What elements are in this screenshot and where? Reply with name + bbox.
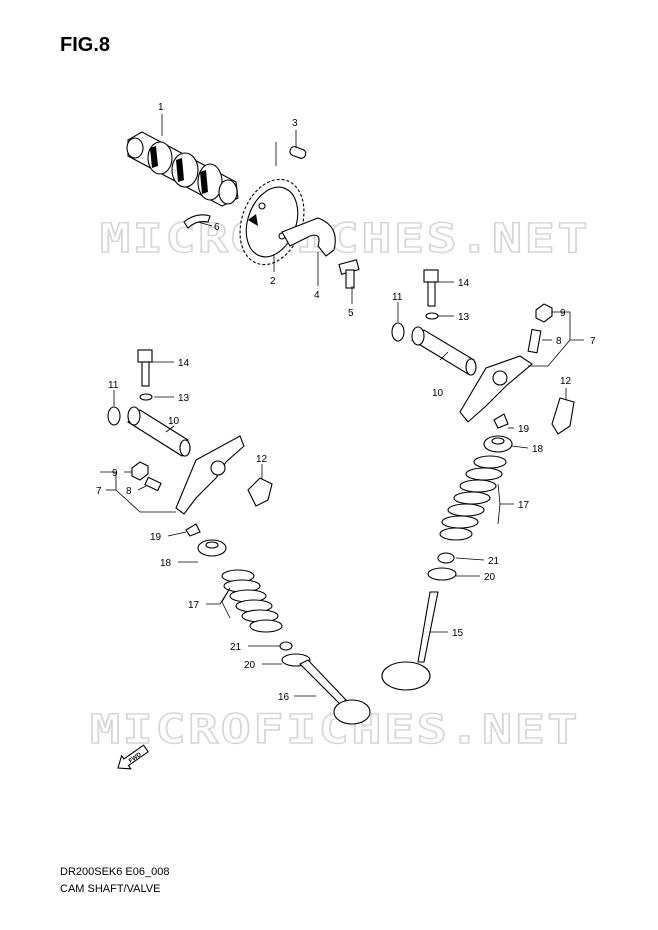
callout-20-right: 20 <box>484 572 496 583</box>
callout-3: 3 <box>292 118 298 129</box>
right-washer <box>425 312 439 320</box>
left-rocker-shaft <box>127 406 191 457</box>
callout-13-left: 13 <box>178 393 190 404</box>
sprocket-plate <box>281 217 336 257</box>
left-cotter <box>185 523 201 537</box>
left-washer <box>139 393 153 401</box>
model-code: DR200SEK6 E06_008 <box>60 866 170 878</box>
left-valve-spring <box>221 569 283 633</box>
callout-19-left: 19 <box>150 532 162 543</box>
callout-17-left: 17 <box>188 600 200 611</box>
callout-1: 1 <box>158 102 164 113</box>
leader-lines <box>100 114 584 697</box>
callout-15: 15 <box>452 628 464 639</box>
callout-12-right: 12 <box>560 376 572 387</box>
figure-caption: CAM SHAFT/VALVE <box>60 883 161 895</box>
callout-7-right: 7 <box>590 336 596 347</box>
callout-8-right: 8 <box>556 336 562 347</box>
exhaust-valve <box>299 659 371 725</box>
callout-14-right: 14 <box>458 278 470 289</box>
left-rocker-arm <box>175 435 245 515</box>
right-rocker-shaft <box>411 326 477 376</box>
callout-5: 5 <box>348 308 354 319</box>
callout-8-left: 8 <box>126 486 132 497</box>
left-adjust-screw <box>144 476 162 492</box>
left-adjust-nut <box>131 461 149 481</box>
callout-7-left: 7 <box>96 486 102 497</box>
callout-labels: 1 2 3 4 5 6 7 7 8 8 9 9 10 10 11 11 12 1… <box>96 102 596 703</box>
dowel-pin <box>289 146 307 159</box>
right-bolt <box>423 269 439 307</box>
camshaft <box>126 131 239 207</box>
callout-13-right: 13 <box>458 312 470 323</box>
right-adjust-nut <box>535 303 553 323</box>
callout-2: 2 <box>270 276 276 287</box>
callout-12-left: 12 <box>256 454 268 465</box>
right-spring-retainer <box>483 435 513 453</box>
right-o-ring <box>391 322 405 342</box>
callout-11-left: 11 <box>108 380 119 391</box>
intake-valve <box>381 591 439 691</box>
callout-19-right: 19 <box>518 424 530 435</box>
callout-18-right: 18 <box>532 444 544 455</box>
callout-14-left: 14 <box>178 358 190 369</box>
callout-6: 6 <box>214 222 220 233</box>
right-cotter <box>493 413 509 429</box>
callout-18-left: 18 <box>160 558 172 569</box>
left-o-ring <box>107 406 121 426</box>
right-valve-spring <box>439 455 507 541</box>
left-bolt <box>137 349 153 387</box>
forward-arrow-icon <box>117 744 149 770</box>
callout-4: 4 <box>314 290 320 301</box>
pin <box>183 214 211 229</box>
bolt <box>338 259 360 289</box>
callout-9-left: 9 <box>112 468 118 479</box>
right-adjust-screw <box>527 328 542 354</box>
callout-21-left: 21 <box>230 642 242 653</box>
callout-20-left: 20 <box>244 660 256 671</box>
right-spring-seat <box>427 567 457 581</box>
right-rocker-arm <box>459 355 533 423</box>
figure-title: FIG.8 <box>60 34 111 56</box>
callout-17-right: 17 <box>518 500 530 511</box>
watermark-top: MICROFICHES.NET <box>100 216 590 262</box>
callout-9-right: 9 <box>560 308 566 319</box>
right-cap <box>551 397 575 435</box>
callout-21-right: 21 <box>488 556 500 567</box>
callout-10-left: 10 <box>168 416 180 427</box>
left-spring-retainer <box>197 539 227 557</box>
left-cap <box>247 477 273 507</box>
right-valve-seal <box>437 552 455 564</box>
left-valve-seal <box>279 641 293 651</box>
callout-11-right: 11 <box>392 292 403 303</box>
callout-10-right: 10 <box>432 388 444 399</box>
callout-16: 16 <box>278 692 290 703</box>
